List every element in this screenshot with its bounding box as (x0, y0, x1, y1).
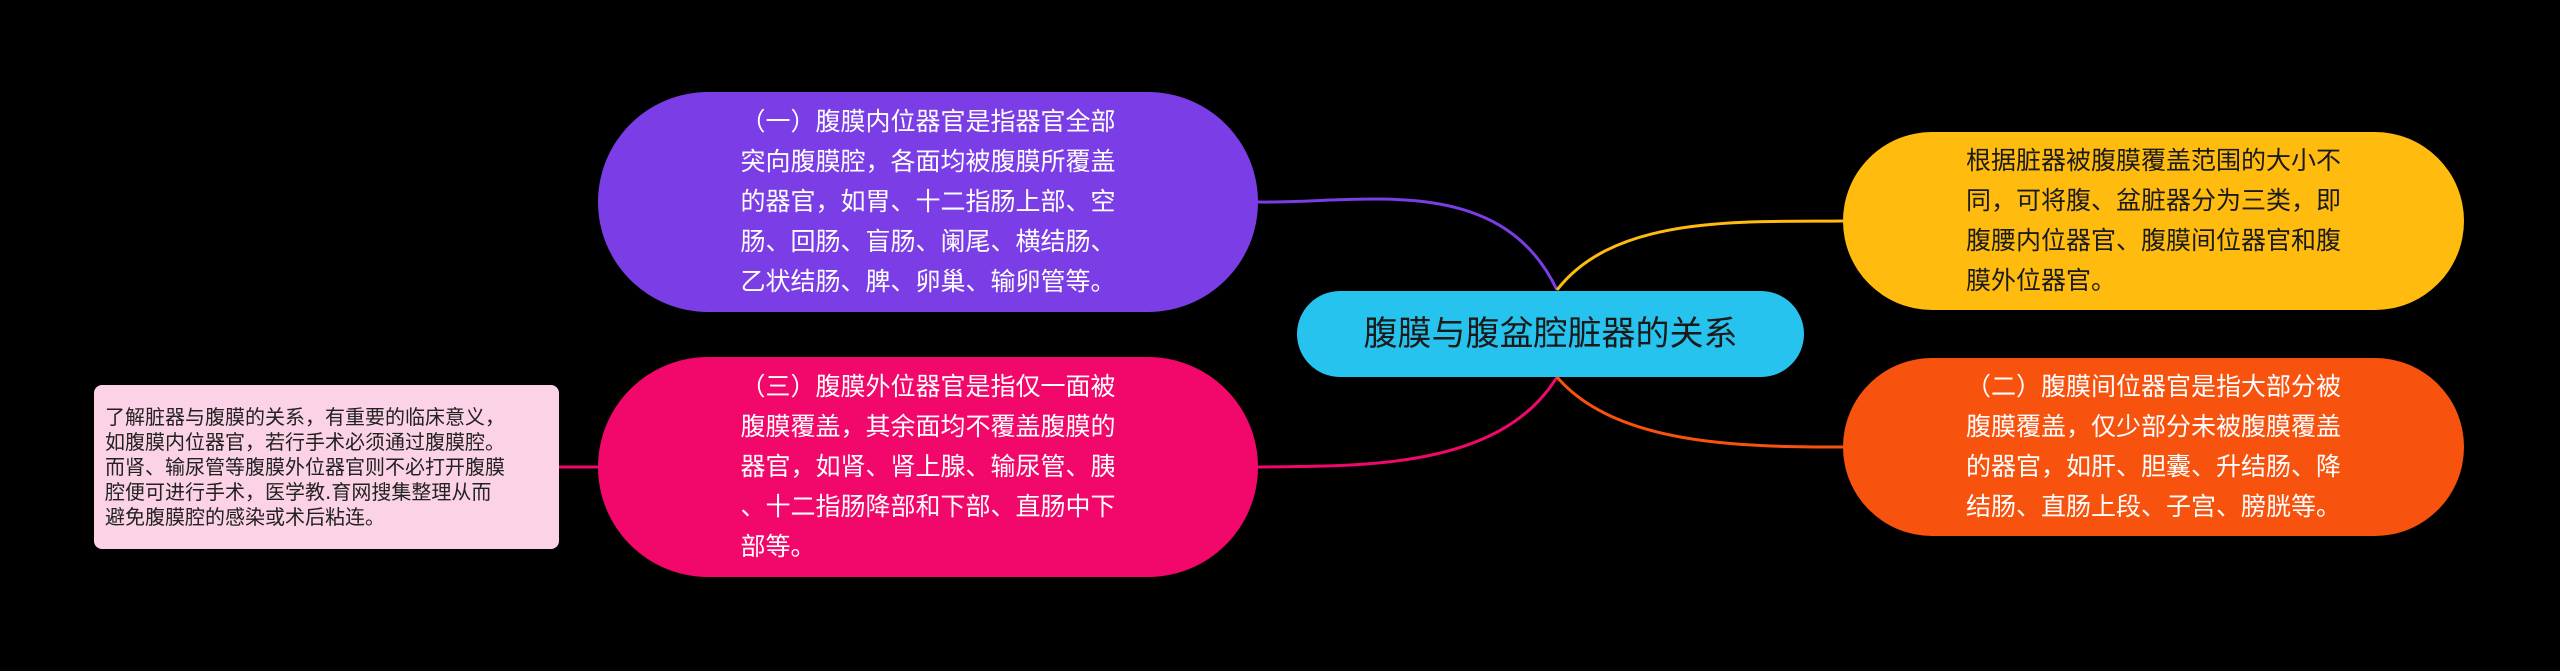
branch-extraperitoneal-organs[interactable]: （三）腹膜外位器官是指仅一面被 腹膜覆盖，其余面均不覆盖腹膜的 器官，如肾、肾上… (598, 357, 1258, 577)
link-center-extraperitoneal (1257, 376, 1559, 469)
branch-text: （三）腹膜外位器官是指仅一面被 腹膜覆盖，其余面均不覆盖腹膜的 器官，如肾、肾上… (740, 372, 1116, 561)
clinical-note-box[interactable]: 了解脏器与腹膜的关系，有重要的临床意义， 如腹膜内位器官，若行手术必须通过腹膜腔… (94, 385, 559, 549)
branch-classification-intro[interactable]: 根据脏器被腹膜覆盖范围的大小不 同，可将腹、盆脏器分为三类，即 腹腰内位器官、腹… (1843, 132, 2464, 310)
link-center-intraperitoneal (1257, 197, 1559, 291)
central-topic[interactable]: 腹膜与腹盆腔脏器的关系 (1297, 291, 1804, 377)
branch-text: （二）腹膜间位器官是指大部分被 腹膜覆盖，仅少部分未被腹膜覆盖 的器官，如肝、胆… (1965, 372, 2341, 521)
central-topic-label: 腹膜与腹盆腔脏器的关系 (1363, 314, 1738, 354)
branch-intraperitoneal-organs[interactable]: （一）腹膜内位器官是指器官全部 突向腹膜腔，各面均被腹膜所覆盖 的器官，如胃、十… (598, 92, 1258, 312)
branch-text: （一）腹膜内位器官是指器官全部 突向腹膜腔，各面均被腹膜所覆盖 的器官，如胃、十… (740, 107, 1116, 296)
link-center-intro (1555, 219, 1844, 291)
branch-text: 根据脏器被腹膜覆盖范围的大小不 同，可将腹、盆脏器分为三类，即 腹腰内位器官、腹… (1965, 146, 2341, 295)
link-center-interperitoneal (1555, 376, 1844, 449)
note-text: 了解脏器与腹膜的关系，有重要的临床意义， 如腹膜内位器官，若行手术必须通过腹膜腔… (105, 404, 505, 529)
branch-interperitoneal-organs[interactable]: （二）腹膜间位器官是指大部分被 腹膜覆盖，仅少部分未被腹膜覆盖 的器官，如肝、胆… (1843, 358, 2464, 536)
